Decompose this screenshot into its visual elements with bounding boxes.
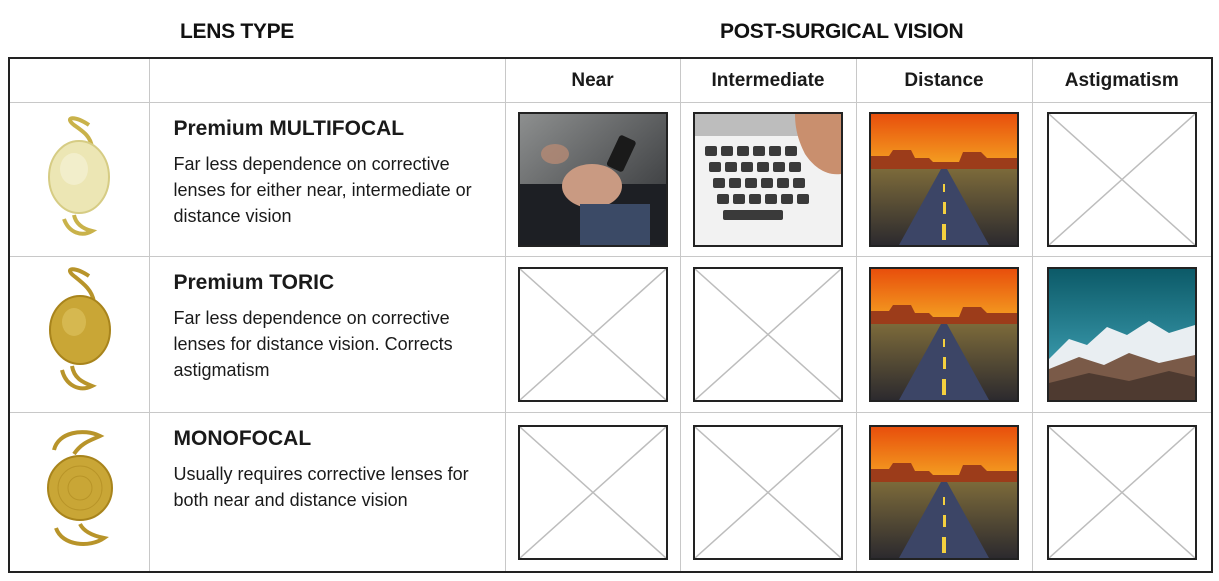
road-photo xyxy=(869,424,1019,560)
lens-image-cell xyxy=(8,102,150,257)
distance-cell xyxy=(855,102,1033,257)
empty-header-cell xyxy=(8,57,150,103)
pale-lens-icon xyxy=(48,116,111,236)
near-cell xyxy=(504,256,681,413)
distance-cell xyxy=(855,256,1033,413)
column-header-distance: Distance xyxy=(855,57,1033,103)
intermediate-cell xyxy=(679,256,857,413)
lens-comparison-table: Near Intermediate Distance Astigmatism P… xyxy=(8,57,1213,573)
post-surgical-vision-heading: POST-SURGICAL VISION xyxy=(720,20,964,43)
lens-description-cell: MONOFOCAL Usually requires corrective le… xyxy=(148,412,506,573)
lens-title: Premium TORIC xyxy=(173,271,335,294)
near-cell xyxy=(504,412,681,573)
intermediate-cell xyxy=(679,102,857,257)
intermediate-cell xyxy=(679,412,857,573)
placeholder-image xyxy=(517,267,668,402)
table-row: Premium MULTIFOCAL Far less dependence o… xyxy=(8,102,1213,257)
placeholder-image xyxy=(517,424,668,560)
lens-description-cell: Premium TORIC Far less dependence on cor… xyxy=(148,256,506,413)
near-cell xyxy=(504,102,681,257)
lens-image-cell xyxy=(8,412,150,573)
distance-cell xyxy=(855,412,1033,573)
gold-lens-icon xyxy=(47,429,114,546)
mountain-photo xyxy=(1046,267,1197,402)
gold-lens-icon xyxy=(49,267,112,391)
phone-photo xyxy=(517,112,668,247)
table-header-row: Near Intermediate Distance Astigmatism xyxy=(8,57,1213,103)
astigmatism-cell xyxy=(1031,412,1213,573)
lens-image-cell xyxy=(8,256,150,413)
placeholder-image xyxy=(1046,424,1197,560)
empty-header-cell xyxy=(148,57,506,103)
lens-description: Usually requires corrective lenses for b… xyxy=(173,464,469,510)
column-header-astigmatism: Astigmatism xyxy=(1031,57,1213,103)
placeholder-image xyxy=(1046,112,1197,247)
lens-title: Premium MULTIFOCAL xyxy=(173,117,405,140)
lens-title: MONOFOCAL xyxy=(173,427,312,450)
laptop-photo xyxy=(693,112,843,247)
table-row: Premium TORIC Far less dependence on cor… xyxy=(8,256,1213,413)
lens-description: Far less dependence on corrective lenses… xyxy=(173,154,472,226)
placeholder-image xyxy=(693,267,843,402)
astigmatism-cell xyxy=(1031,256,1213,413)
road-photo xyxy=(869,112,1019,247)
lens-type-heading: LENS TYPE xyxy=(180,20,294,43)
lens-description: Far less dependence on corrective lenses… xyxy=(173,308,453,380)
column-header-intermediate: Intermediate xyxy=(679,57,857,103)
road-photo xyxy=(869,267,1019,402)
placeholder-image xyxy=(693,424,843,560)
lens-description-cell: Premium MULTIFOCAL Far less dependence o… xyxy=(148,102,506,257)
column-header-near: Near xyxy=(504,57,681,103)
astigmatism-cell xyxy=(1031,102,1213,257)
table-row: MONOFOCAL Usually requires corrective le… xyxy=(8,412,1213,573)
